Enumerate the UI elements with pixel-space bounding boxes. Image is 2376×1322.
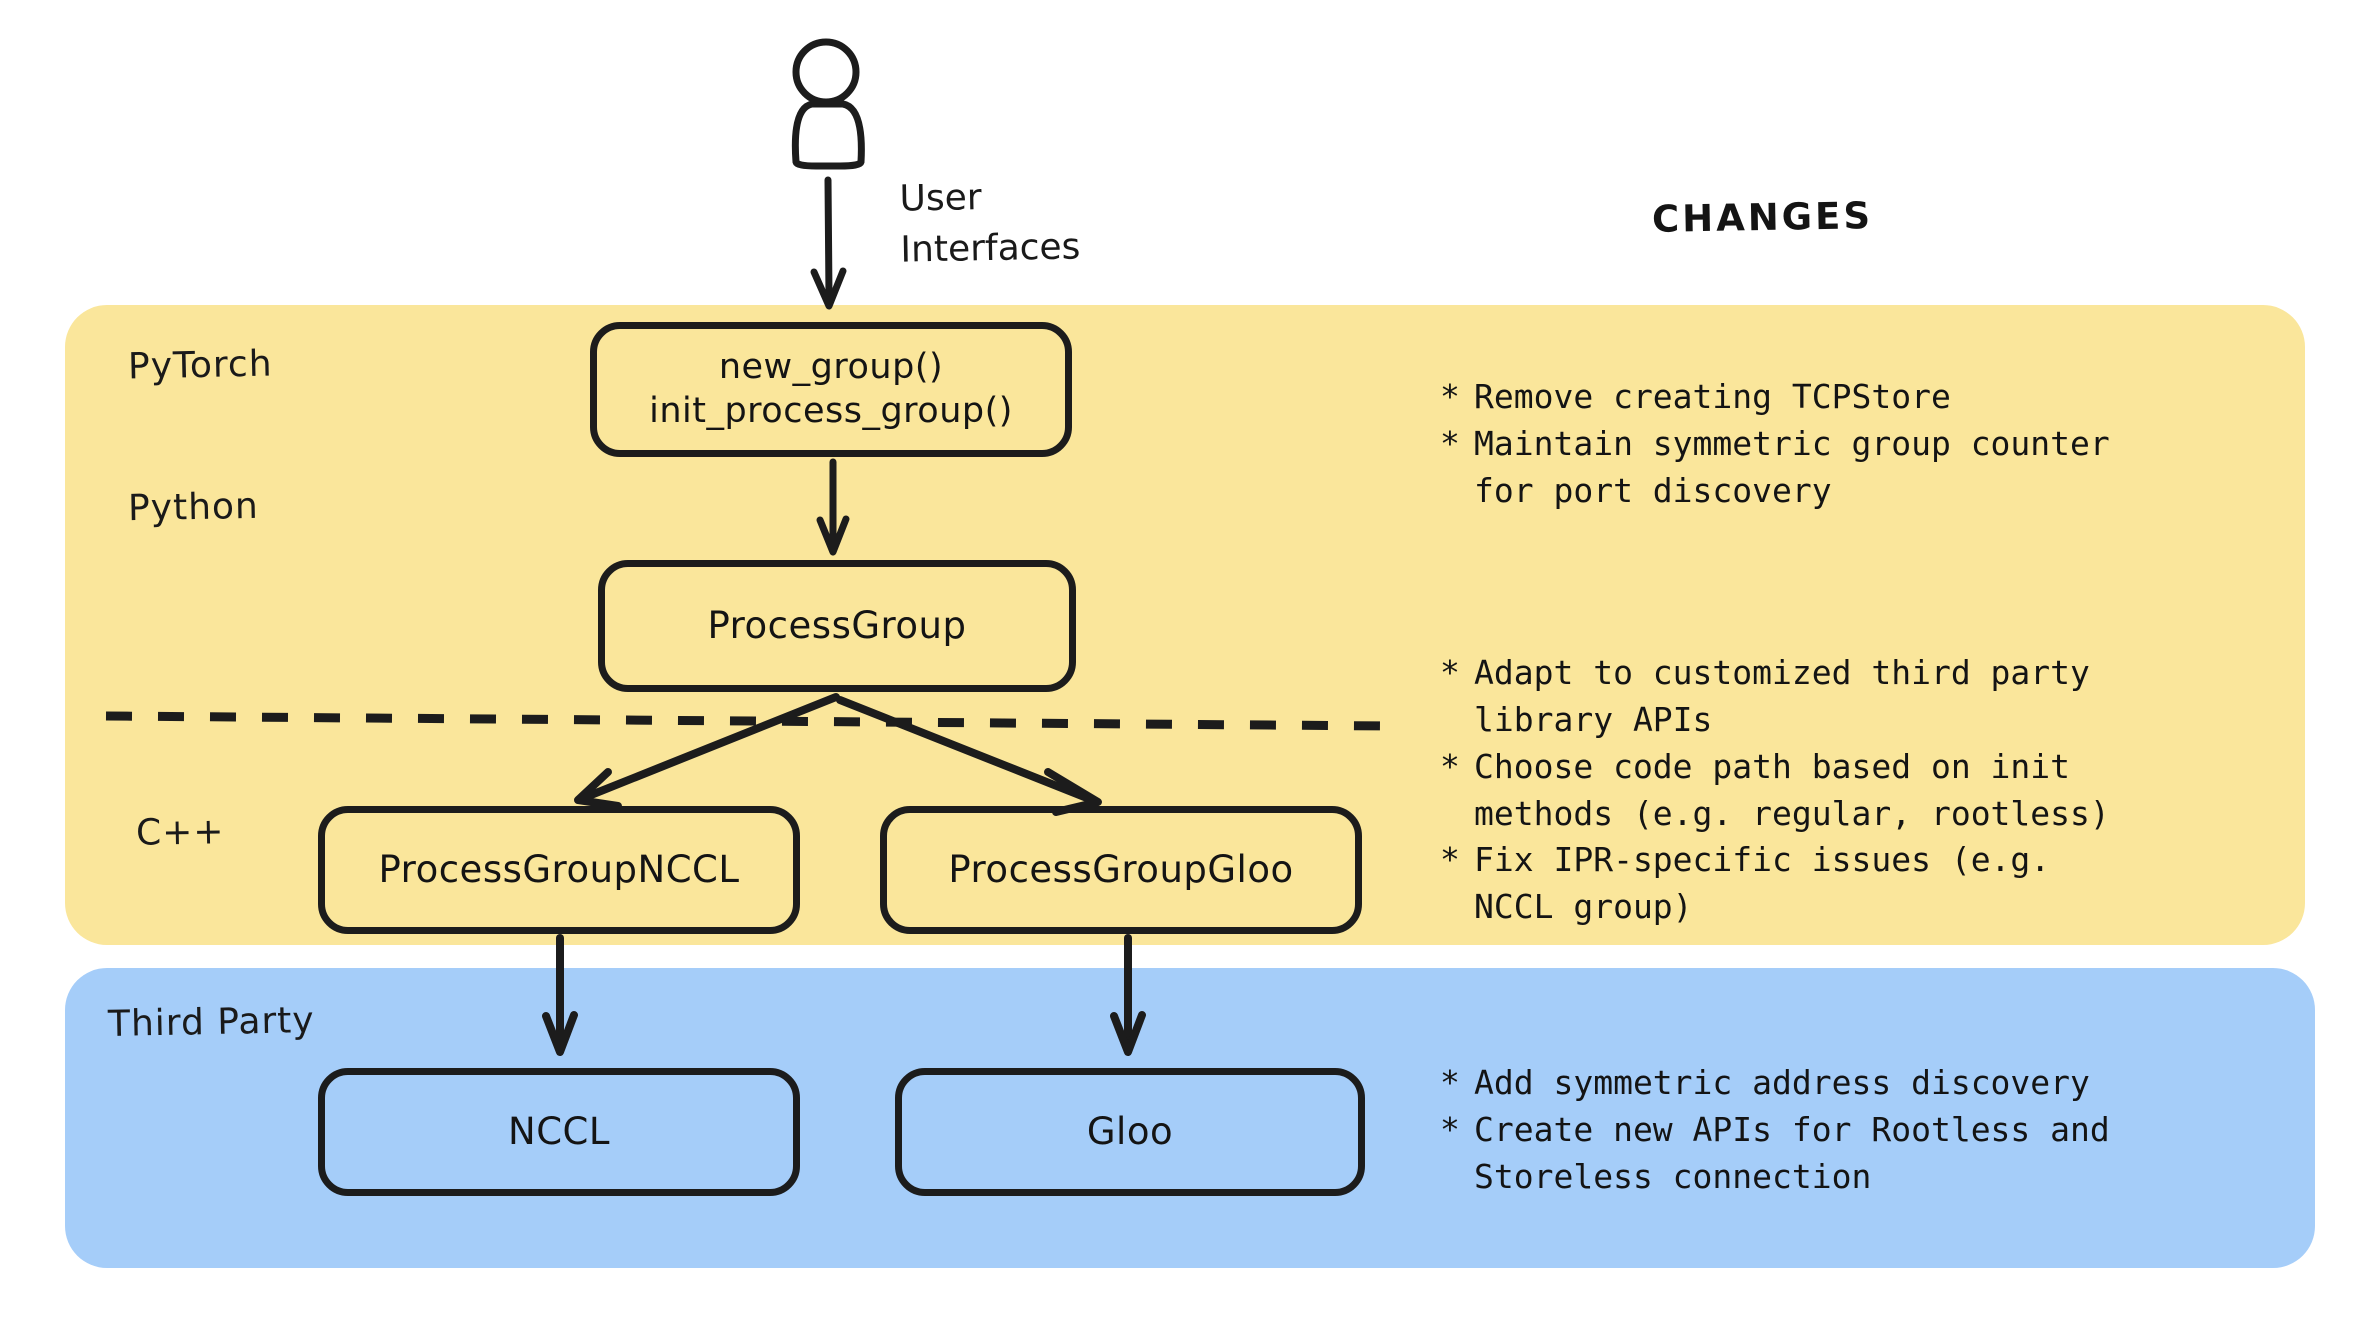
- node-gloo-label: Gloo: [1086, 1109, 1174, 1153]
- change-cpp-item: * Choose code path based on init methods …: [1440, 744, 2110, 838]
- node-nccl[interactable]: NCCL: [318, 1068, 800, 1196]
- bullet-star-icon: *: [1440, 423, 1460, 463]
- bullet-star-icon: *: [1440, 377, 1460, 416]
- change-third-party-item: * Add symmetric address discovery: [1440, 1060, 2110, 1107]
- change-cpp-item: * Fix IPR-specific issues (e.g. NCCL grou…: [1440, 837, 2110, 931]
- node-new-group-line-2: init_process_group(): [649, 390, 1013, 431]
- change-cpp-item: * Adapt to customized third party library…: [1440, 650, 2110, 744]
- user-caption-line-2: Interfaces: [900, 226, 1081, 271]
- user-caption-line-1: User: [899, 177, 982, 220]
- node-process-group-label: ProcessGroup: [707, 603, 967, 647]
- node-process-group-gloo-label: ProcessGroupGloo: [948, 847, 1294, 891]
- node-new-group[interactable]: new_group() init_process_group(): [590, 322, 1072, 457]
- node-process-group[interactable]: ProcessGroup: [598, 560, 1076, 692]
- bullet-star-icon: *: [1440, 840, 1460, 880]
- layer-label-python: Python: [127, 485, 260, 530]
- bullet-star-icon: *: [1440, 1063, 1460, 1102]
- change-pytorch-python-item: * Maintain symmetric group counter for po…: [1440, 421, 2110, 515]
- bullet-star-icon: *: [1440, 653, 1460, 692]
- change-cpp-item-text: Choose code path based on init methods (…: [1474, 746, 2110, 833]
- changes-list-third-party: * Add symmetric address discovery * Create …: [1440, 1060, 2110, 1201]
- user-interfaces-caption: User Interfaces: [899, 170, 1081, 275]
- changes-list-pytorch-python: * Remove creating TCPStore * Maintain symme…: [1440, 374, 2110, 515]
- change-third-party-item: * Create new APIs for Rootless and Storel…: [1440, 1107, 2110, 1201]
- node-gloo[interactable]: Gloo: [895, 1068, 1365, 1196]
- change-pytorch-python-item-text: Remove creating TCPStore: [1474, 377, 1951, 416]
- node-nccl-label: NCCL: [508, 1109, 610, 1153]
- node-process-group-gloo[interactable]: ProcessGroupGloo: [880, 806, 1362, 934]
- layer-label-cpp: C++: [135, 811, 225, 854]
- layer-label-pytorch: PyTorch: [127, 343, 273, 388]
- change-cpp-item-text: Fix IPR-specific issues (e.g. NCCL group…: [1474, 840, 2051, 927]
- change-pytorch-python-item-text: Maintain symmetric group counter for por…: [1474, 423, 2110, 510]
- changes-list-cpp: * Adapt to customized third party library…: [1440, 650, 2110, 931]
- change-third-party-item-text: Add symmetric address discovery: [1474, 1063, 2090, 1102]
- change-pytorch-python-item: * Remove creating TCPStore: [1440, 374, 2110, 421]
- bullet-star-icon: *: [1440, 746, 1460, 786]
- node-process-group-nccl-label: ProcessGroupNCCL: [378, 847, 740, 891]
- user-person-head-icon: [792, 38, 860, 106]
- bullet-star-icon: *: [1440, 1109, 1460, 1149]
- user-person-body-icon: [791, 100, 865, 170]
- node-process-group-nccl[interactable]: ProcessGroupNCCL: [318, 806, 800, 934]
- layer-label-third-party: Third Party: [107, 1000, 316, 1045]
- change-cpp-item-text: Adapt to customized third party library …: [1474, 653, 2090, 739]
- node-new-group-line-1: new_group(): [718, 346, 944, 387]
- change-third-party-item-text: Create new APIs for Rootless and Storele…: [1474, 1109, 2110, 1196]
- changes-heading: CHANGES: [1651, 194, 1874, 241]
